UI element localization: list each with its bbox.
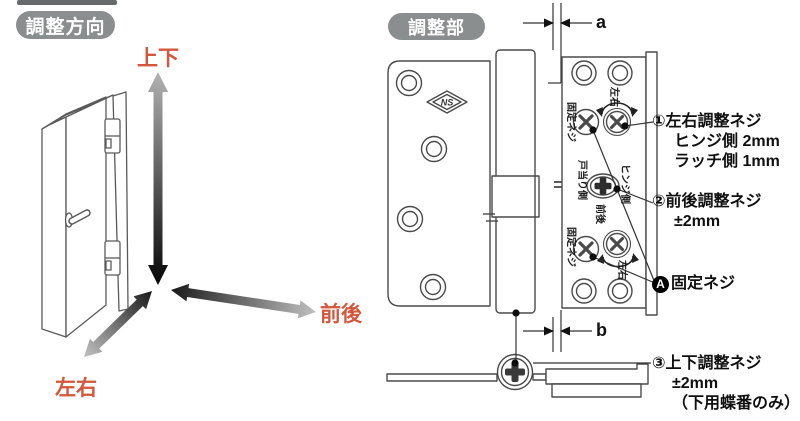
annotation-line: ヒンジ側 2mm [674, 133, 780, 150]
frame-plate-edge [645, 51, 658, 316]
adjustment-direction-badge: 調整方向 [16, 11, 115, 39]
door-edge-face [41, 113, 67, 338]
screw-label-fixing-bottom: 固定ネジ [565, 227, 576, 267]
door-leaf-holes [395, 69, 448, 301]
annotation-line: ③上下調整ネジ [652, 355, 762, 372]
bottom-bracket-top [545, 363, 649, 385]
bottom-arm-left [386, 373, 498, 382]
annotation-line: ±2mm [674, 213, 721, 230]
rotate-arrow-bottom [597, 253, 639, 268]
direction-label-leftright: 左右 [55, 377, 97, 400]
leftright-arrow [84, 291, 152, 357]
annotation-fixing-screw: A 固定ネジ [652, 274, 735, 294]
bottom-connector [532, 373, 547, 381]
direction-label-frontback: 前後 [320, 303, 362, 326]
fixing-screw-bottom [572, 235, 600, 263]
bottom-hinge-view [386, 353, 649, 398]
door-hinge-bottom [104, 240, 121, 276]
adjustment-part-badge: 調整部 [388, 13, 485, 40]
screw-label-hinge-side: ヒンジ側 [619, 164, 630, 204]
annotation-frontback-adjust: ②前後調整ネジ ±2mm [652, 192, 762, 232]
svg-text:NS: NS [441, 98, 454, 108]
bottom-bracket-step [551, 383, 642, 398]
annotation-line: 固定ネジ [671, 275, 736, 292]
center-mark [554, 181, 562, 188]
fb-adjust-screw [586, 173, 620, 199]
door-illustration [41, 91, 129, 338]
filled-circle-a-icon: A [652, 275, 669, 293]
dimension-label-b: b [596, 320, 607, 340]
annotation-line: ②前後調整ネジ [652, 193, 762, 210]
direction-label-updown: 上下 [137, 47, 179, 70]
cropped-edge-bar [17, 0, 117, 5]
screw-label-frontback: 前後 [594, 204, 605, 224]
annotation-line: ①左右調整ネジ [652, 113, 762, 130]
dim-a-arrowhead-left [544, 18, 554, 28]
updown-arrow [148, 72, 168, 285]
lr-adjust-screw-bottom [602, 229, 632, 259]
leader-lines [515, 121, 656, 364]
rotate-arrow-top [596, 102, 638, 117]
annotation-line: ラッチ側 1mm [674, 153, 780, 170]
frontback-arrow [171, 283, 316, 319]
door-leaf-plate [387, 60, 491, 307]
door-top-face [41, 94, 114, 130]
screw-label-fixing-top: 固定ネジ [565, 102, 576, 142]
dim-a-arrowhead-right [560, 18, 570, 28]
door-handle [64, 209, 91, 228]
annotation-leftright-adjust: ①左右調整ネジ ヒンジ側 2mm ラッチ側 1mm [652, 112, 780, 172]
annotation-line: （下用蝶番のみ） [672, 395, 800, 412]
screw-label-leftright-top: 左右 [608, 87, 619, 107]
leader-dots [511, 122, 629, 367]
dimension-b-lines [523, 310, 592, 352]
annotation-updown-adjust: ③上下調整ネジ ±2mm （下用蝶番のみ） [652, 354, 800, 414]
lr-adjust-screw-top [602, 107, 632, 137]
dim-b-arrowhead-left [544, 326, 554, 336]
barrel-adjust-block [491, 175, 540, 218]
hinge-diagram: NS [386, 3, 658, 398]
dim-b-arrowhead-right [560, 326, 570, 336]
ns-logo: NS [426, 90, 468, 114]
frame-leaf-holes [571, 60, 633, 304]
door-hinge-top [104, 118, 121, 154]
screw-label-doorstop-side: 戸当り側 [576, 160, 587, 200]
screw-label-leftright-bottom: 左右 [616, 260, 627, 280]
dimension-label-a: a [596, 12, 607, 32]
annotation-line: ±2mm [672, 375, 719, 392]
